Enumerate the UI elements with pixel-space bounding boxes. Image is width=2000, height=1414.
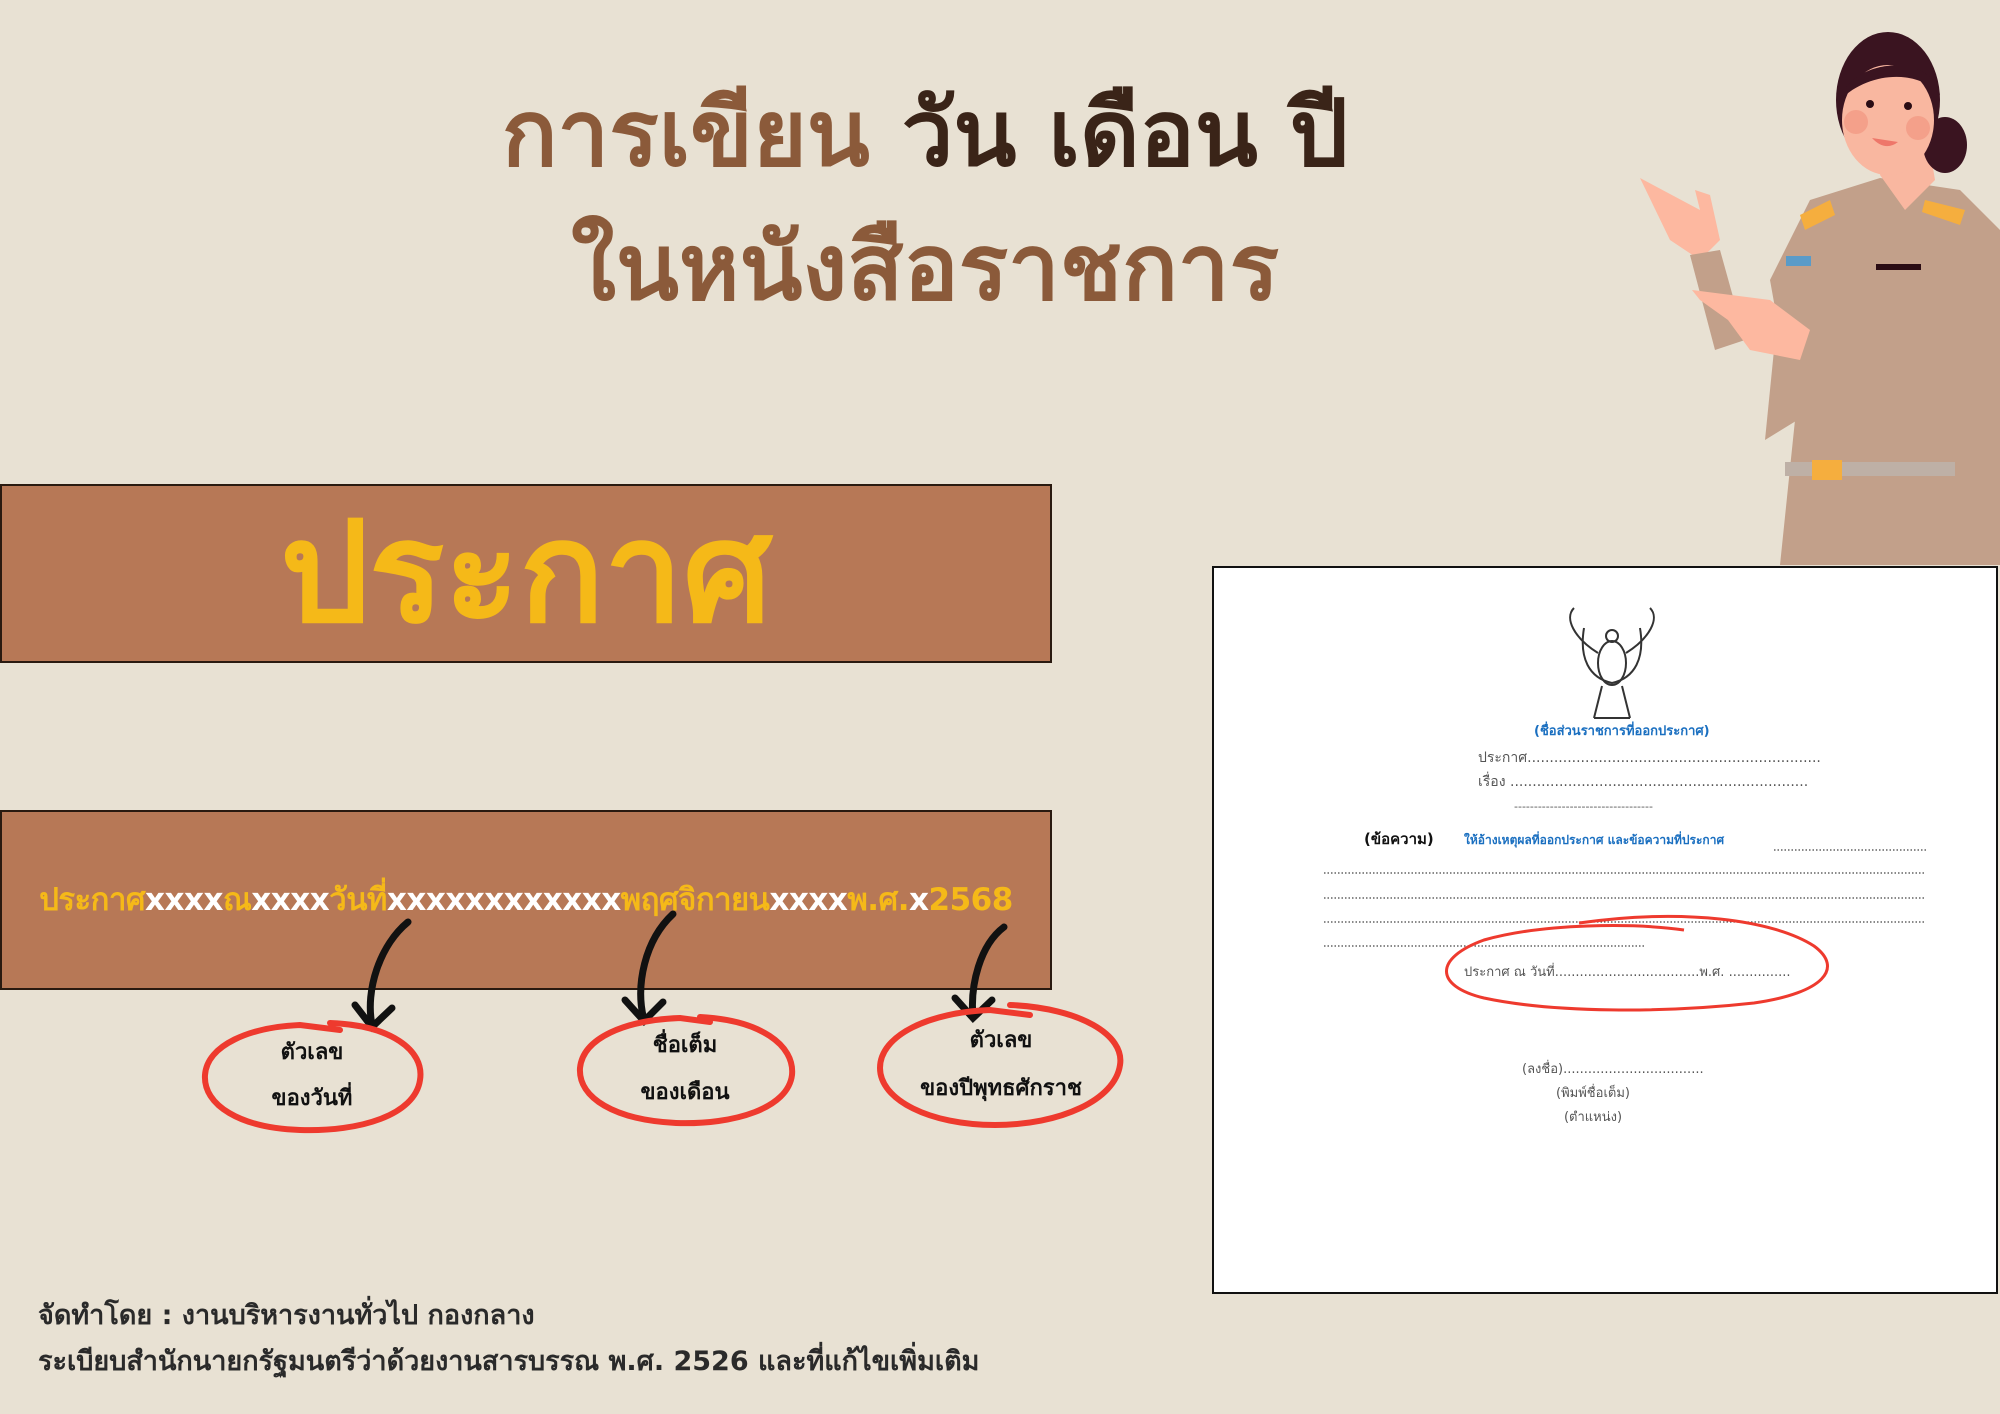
callout-day-line1: ตัวเลข [280,1040,344,1065]
doc-content-label: (ข้อความ) [1364,830,1434,848]
date-format-segment: พ.ศ. [847,882,910,918]
footer-credit: จัดทำโดย : งานบริหารงานทั่วไป กองกลาง [38,1300,535,1331]
callout-month-line2: ของเดือน [640,1080,730,1105]
footer-reference: ระเบียบสำนักนายกรัฐมนตรีว่าด้วยงานสารบรร… [38,1346,980,1377]
callout-day-line2: ของวันที่ [271,1086,353,1111]
date-format-segment: xxxx [251,882,330,918]
callout-year-line1: ตัวเลข [969,1028,1033,1053]
date-format-strip: ประกาศxxxxณxxxxวันที่xxxxxxxxxxxxพฤศจิกา… [0,810,1052,990]
date-format-segment: xxxxxxxxxxxx [386,882,621,918]
doc-fullname: (พิมพ์ชื่อเต็ม) [1556,1086,1630,1101]
date-format-segment: พฤศจิกายน [620,882,770,918]
page-title-line1: การเขียน วัน เดือน ปี [0,88,1850,180]
red-circle-mark [576,1014,796,1127]
agency-name-hint: (ชื่อส่วนราชการที่ออกประกาศ) [1534,724,1710,739]
date-format-segment: x [909,882,929,918]
announcement-banner: ประกาศ [0,484,1052,663]
title-part1: การเขียน [501,80,870,187]
doc-subject-line: เรื่อง .................................… [1478,774,1809,790]
doc-separator: ----------------------------------- [1514,800,1653,813]
official-woman-illustration [1640,32,2000,565]
date-format-segment: วันที่ [329,882,387,918]
doc-content-hint: ให้อ้างเหตุผลที่ออกประกาศ และข้อความที่ป… [1464,833,1725,847]
red-circle-mark [201,1020,424,1134]
red-circle-mark [1445,914,1829,1012]
announcement-document-sample: (ชื่อส่วนราชการที่ออกประกาศ) ประกาศ.....… [1212,566,1998,1294]
doc-signature-line: (ลงชื่อ)................................… [1522,1062,1704,1077]
date-format-segment: ณ [223,882,252,918]
arrow-icon [366,918,412,1029]
page-title-line2: ในหนังสือราชการ [571,214,1279,321]
date-format-segment: ประกาศ [39,882,146,918]
callout-year-line2: ของปีพุทธศักราช [920,1076,1082,1101]
arrow-icon [951,994,996,1024]
date-format-segment: 2568 [928,882,1014,918]
garuda-emblem-icon [1569,607,1655,719]
title-part2: วัน เดือน ปี [901,80,1349,187]
callout-month-line1: ชื่อเต็ม [652,1033,718,1058]
arrow-icon [637,910,677,1024]
doc-date-line: ประกาศ ณ วันที่.........................… [1464,965,1791,980]
doc-position: (ตำแหน่ง) [1563,1110,1623,1125]
red-circle-mark [876,1002,1124,1129]
date-format-segment: xxxx [769,882,848,918]
date-format-text: ประกาศxxxxณxxxxวันที่xxxxxxxxxxxxพฤศจิกา… [2,874,1050,924]
date-format-segment: xxxx [145,882,224,918]
doc-announce-line: ประกาศ..................................… [1478,750,1821,766]
arrow-icon [969,923,1008,1021]
banner-heading: ประกาศ [280,491,772,655]
